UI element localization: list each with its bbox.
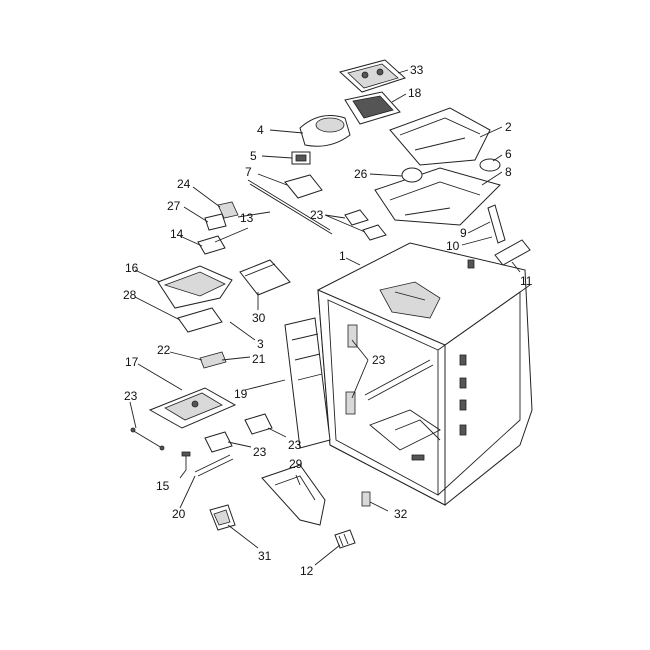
strip-20 xyxy=(194,454,234,477)
callout-3: 3 xyxy=(257,337,264,351)
valve-5 xyxy=(291,151,311,165)
callout-16: 16 xyxy=(125,261,139,275)
hinges-23-bottom xyxy=(204,413,273,453)
bracket-29 xyxy=(261,464,326,526)
callout-14: 14 xyxy=(170,227,184,241)
vent-12 xyxy=(334,529,356,549)
callout-11: 11 xyxy=(520,274,533,288)
callout-23-lower: 23 xyxy=(288,438,302,452)
clip-22 xyxy=(199,351,227,369)
callout-29: 29 xyxy=(289,457,303,471)
callout-31: 31 xyxy=(258,549,272,563)
callout-27: 27 xyxy=(167,199,181,213)
callout-24: 24 xyxy=(177,177,191,191)
callout-8: 8 xyxy=(505,165,512,179)
callout-23-liner: 23 xyxy=(372,353,386,367)
callout-2: 2 xyxy=(505,120,512,134)
callout-15: 15 xyxy=(156,479,170,493)
lens-28 xyxy=(177,307,223,333)
liner-assembly xyxy=(317,242,533,506)
callout-6: 6 xyxy=(505,147,512,161)
leader-lines xyxy=(129,69,521,566)
callout-10: 10 xyxy=(446,239,460,253)
callout-21: 21 xyxy=(252,352,266,366)
callout-4: 4 xyxy=(257,123,264,137)
callout-26: 26 xyxy=(354,167,368,181)
cover-7 xyxy=(284,174,323,199)
evaporator-cover-8 xyxy=(374,167,501,226)
callout-19: 19 xyxy=(234,387,248,401)
switch-14 xyxy=(197,227,249,255)
clip-32 xyxy=(361,491,371,507)
hinges-23-top xyxy=(344,209,387,241)
bracket-2 xyxy=(389,107,491,166)
light-housing-16 xyxy=(157,265,233,309)
dispenser-19 xyxy=(284,317,331,449)
screw-15 xyxy=(181,451,191,470)
callout-5: 5 xyxy=(250,149,257,163)
rod-9-10 xyxy=(487,204,506,244)
callout-22: 22 xyxy=(157,343,171,357)
callout-9: 9 xyxy=(460,226,467,240)
callout-32: 32 xyxy=(394,507,408,521)
callout-25: 23 xyxy=(124,389,138,403)
callout-23-top: 23 xyxy=(310,208,324,222)
rod-13 xyxy=(247,179,333,235)
callout-17: 17 xyxy=(125,355,139,369)
cover-30 xyxy=(239,259,291,296)
control-board-33 xyxy=(338,59,406,93)
callout-7: 7 xyxy=(245,165,252,179)
callout-13: 13 xyxy=(240,211,254,225)
callout-18: 18 xyxy=(408,86,422,100)
harness-25 xyxy=(130,427,165,451)
thermistor-6 xyxy=(479,158,501,172)
damper-26 xyxy=(401,167,423,183)
callout-23-bottom: 23 xyxy=(253,445,267,459)
callout-12: 12 xyxy=(300,564,314,578)
callout-30: 30 xyxy=(252,311,266,325)
filter-11 xyxy=(494,239,531,266)
housing-18 xyxy=(344,91,401,125)
duct-4 xyxy=(299,115,351,147)
callout-20: 20 xyxy=(172,507,186,521)
light-assembly-17 xyxy=(148,387,237,429)
callout-33: 33 xyxy=(410,63,424,77)
pad-27 xyxy=(204,213,227,231)
callout-1: 1 xyxy=(339,249,346,263)
motor-31 xyxy=(209,504,236,531)
callout-28: 28 xyxy=(123,288,137,302)
callout-labels: 33 18 2 4 5 6 7 8 26 24 27 13 23 9 14 10… xyxy=(123,63,533,578)
